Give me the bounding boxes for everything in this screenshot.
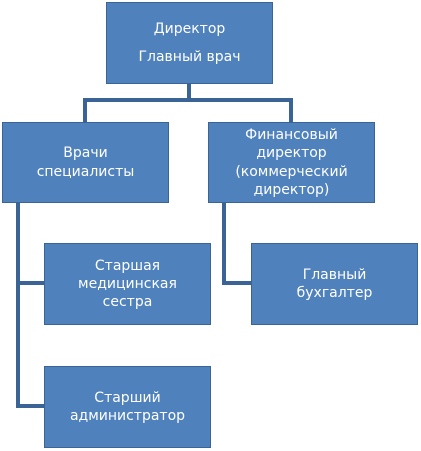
finance-label-line4: директор)	[253, 181, 330, 198]
nurse-label-line3: сестра	[102, 294, 153, 311]
doctors-label-line1: Врачи	[63, 145, 108, 162]
nurse-label-line2: медицинская	[78, 275, 177, 292]
finance-label-line3: (коммерческий	[235, 163, 348, 180]
connector-doctors-admin	[16, 201, 46, 408]
chief-accountant-node: Главный бухгалтер	[251, 243, 418, 325]
finance-label-line2: директор	[256, 145, 327, 162]
finance-label-line1: Финансовый	[245, 127, 338, 144]
director-subtitle: Главный врач	[138, 49, 241, 65]
director-title: Директор	[153, 20, 226, 37]
admin-label-line2: администратор	[69, 408, 186, 424]
finance-director-node: Финансовый директор (коммерческий директ…	[208, 122, 375, 203]
nurse-label-line1: Старшая	[94, 257, 161, 274]
accountant-label-line1: Главный	[302, 266, 367, 283]
director-node: Директор Главный врач	[106, 2, 273, 84]
connector-finance-accountant	[222, 201, 253, 285]
accountant-label-line2: бухгалтер	[296, 285, 373, 301]
admin-label-line1: Старший	[94, 389, 161, 406]
doctors-label-line2: специалисты	[36, 163, 135, 180]
doctors-specialists-node: Врачи специалисты	[2, 122, 169, 203]
senior-administrator-node: Старший администратор	[44, 366, 211, 448]
head-nurse-node: Старшая медицинская сестра	[44, 243, 211, 325]
